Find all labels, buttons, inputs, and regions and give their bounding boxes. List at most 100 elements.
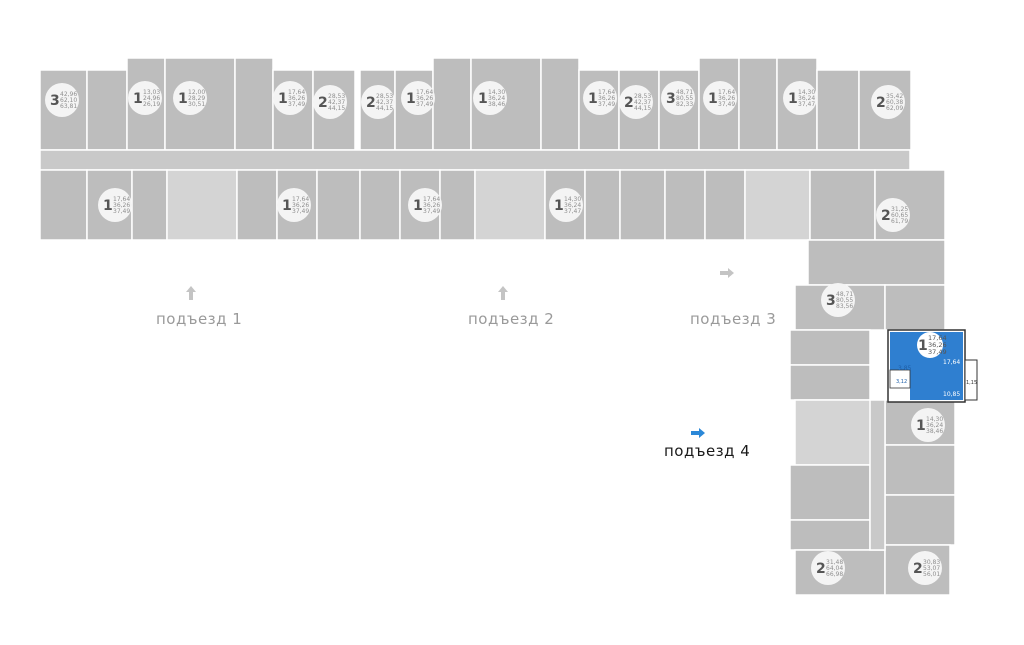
flat-area-b: 60,65 bbox=[891, 212, 908, 219]
flat-rooms: 2 bbox=[913, 561, 923, 577]
flat-rooms: 1 bbox=[708, 91, 718, 107]
flat-area-b: 36,26 bbox=[423, 202, 440, 209]
flat-area-c: 44,15 bbox=[328, 105, 345, 112]
flat-area-c: 61,79 bbox=[891, 218, 908, 225]
selected-balcony-area: 1,15 bbox=[966, 380, 977, 386]
selected-room-area: 17,64 bbox=[943, 359, 960, 366]
flat-area-a: 17,64 bbox=[718, 89, 735, 96]
selected-flat[interactable]: 1 17,64 36,26 37,49 17,64 10,85 3,85 3,1… bbox=[887, 329, 978, 403]
flat-area-a: 31,48 bbox=[826, 559, 843, 566]
selected-hall-area: 3,85 bbox=[898, 365, 912, 372]
flat-area-c: 38,46 bbox=[926, 428, 943, 435]
flat-area-a: 17,64 bbox=[292, 196, 309, 203]
entrance-4-arrow-icon bbox=[691, 428, 705, 438]
flat-area-b: 42,37 bbox=[328, 99, 345, 106]
flat-area-c: 30,51 bbox=[188, 101, 205, 108]
flat-area-b: 36,26 bbox=[113, 202, 130, 209]
flat-rooms: 1 bbox=[413, 198, 423, 214]
flat-rooms: 2 bbox=[881, 208, 891, 224]
flat-rooms: 2 bbox=[816, 561, 826, 577]
flat-rooms: 1 bbox=[133, 91, 143, 107]
selected-flat-rooms: 1 bbox=[918, 338, 928, 354]
entrance-4-label[interactable]: подъезд 4 bbox=[664, 442, 751, 460]
entrance-3-arrow-icon bbox=[720, 268, 734, 278]
entrance-1-label[interactable]: подъезд 1 bbox=[156, 310, 243, 328]
entrance-1-arrow-icon bbox=[186, 286, 196, 300]
flat-area-b: 36,26 bbox=[416, 95, 433, 102]
flat-area-a: 14,30 bbox=[926, 416, 943, 423]
flat-area-c: 38,46 bbox=[488, 101, 505, 108]
flat-area-a: 48,71 bbox=[836, 291, 853, 298]
flat-rooms: 1 bbox=[278, 91, 288, 107]
entrance-2-label[interactable]: подъезд 2 bbox=[468, 310, 555, 328]
flat-rooms: 3 bbox=[50, 93, 60, 109]
selected-kitchen-area: 10,85 bbox=[943, 391, 960, 398]
flat-area-b: 36,24 bbox=[926, 422, 943, 429]
flat-area-a: 30,83 bbox=[923, 559, 940, 566]
flat-rooms: 1 bbox=[788, 91, 798, 107]
flat-area-a: 17,64 bbox=[288, 89, 305, 96]
flat-area-c: 66,98 bbox=[826, 571, 843, 578]
flat-area-c: 37,47 bbox=[798, 101, 815, 108]
flat-area-a: 42,96 bbox=[60, 91, 77, 98]
flat-area-b: 80,55 bbox=[836, 297, 853, 304]
flat-area-b: 36,26 bbox=[598, 95, 615, 102]
flat-area-a: 14,30 bbox=[798, 89, 815, 96]
flat-area-b: 60,38 bbox=[886, 99, 903, 106]
flat-area-c: 56,01 bbox=[923, 571, 940, 578]
flat-area-c: 83,56 bbox=[836, 303, 853, 310]
flat-area-b: 36,24 bbox=[488, 95, 505, 102]
flat-rooms: 1 bbox=[406, 91, 416, 107]
flat-area-b: 24,96 bbox=[143, 95, 160, 102]
flat-area-a: 28,53 bbox=[328, 93, 345, 100]
selected-flat-area-total-2: 37,49 bbox=[928, 348, 947, 356]
flat-area-a: 28,53 bbox=[634, 93, 651, 100]
flat-rooms: 1 bbox=[916, 418, 926, 434]
flat-rooms: 1 bbox=[554, 198, 564, 214]
selected-bath-area: 3,12 bbox=[896, 379, 907, 385]
flat-area-c: 62,09 bbox=[886, 105, 903, 112]
selected-flat-area-total-1: 36,26 bbox=[928, 341, 947, 349]
flat-rooms: 1 bbox=[103, 198, 113, 214]
entrance-2-arrow-icon bbox=[498, 286, 508, 300]
flat-area-c: 63,81 bbox=[60, 103, 77, 110]
flat-area-c: 37,49 bbox=[113, 208, 130, 215]
flat-area-b: 36,26 bbox=[718, 95, 735, 102]
flat-rooms: 1 bbox=[588, 91, 598, 107]
flat-rooms: 2 bbox=[624, 95, 634, 111]
flat-area-c: 37,49 bbox=[423, 208, 440, 215]
flat-area-b: 62,10 bbox=[60, 97, 77, 104]
flat-area-a: 17,64 bbox=[423, 196, 440, 203]
flat-area-c: 44,15 bbox=[634, 105, 651, 112]
flat-area-a: 14,30 bbox=[488, 89, 505, 96]
flat-area-c: 82,33 bbox=[676, 101, 693, 108]
flat-area-b: 36,26 bbox=[292, 202, 309, 209]
flat-area-a: 48,71 bbox=[676, 89, 693, 96]
flat-rooms: 1 bbox=[478, 91, 488, 107]
entrance-3-label[interactable]: подъезд 3 bbox=[690, 310, 777, 328]
flat-area-a: 17,64 bbox=[416, 89, 433, 96]
